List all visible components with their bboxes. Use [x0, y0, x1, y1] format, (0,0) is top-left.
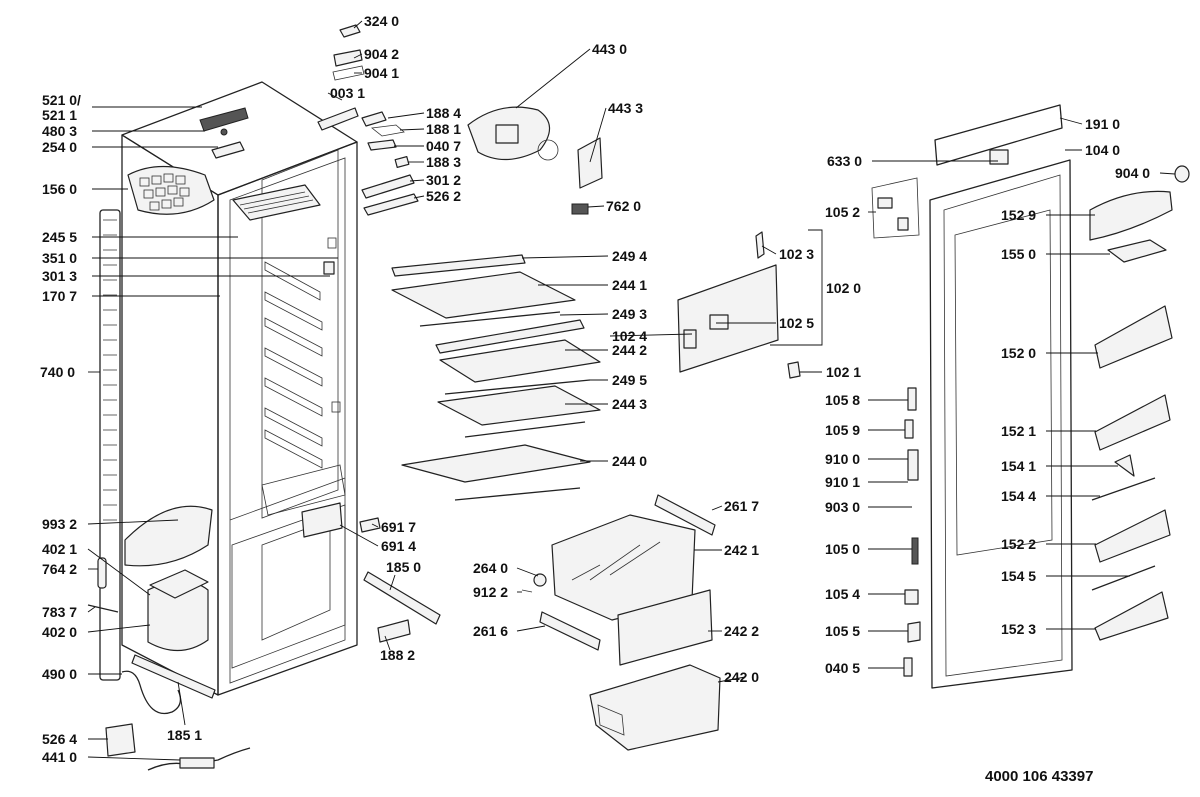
part-label: 244 2 [612, 342, 647, 358]
part-labels: 324 0 904 2 904 1 443 0 443 3 521 0/ 521… [40, 13, 1150, 765]
part-label: 152 9 [1001, 207, 1036, 223]
part-label: 691 4 [381, 538, 416, 554]
part-label: 152 3 [1001, 621, 1036, 637]
part-label: 244 0 [612, 453, 647, 469]
part-label: 040 7 [426, 138, 461, 154]
part-label: 521 0/ [42, 92, 81, 108]
part-label: 105 2 [825, 204, 860, 220]
part-label: 764 2 [42, 561, 77, 577]
part-label: 904 0 [1115, 165, 1150, 181]
part-label: 402 0 [42, 624, 77, 640]
part-label: 102 3 [779, 246, 814, 262]
part-label: 102 4 [612, 328, 647, 344]
part-label: 443 0 [592, 41, 627, 57]
part-label: 904 2 [364, 46, 399, 62]
part-label: 185 1 [167, 727, 202, 743]
part-label: 105 9 [825, 422, 860, 438]
part-label: 521 1 [42, 107, 77, 123]
part-label: 188 2 [380, 647, 415, 663]
part-label: 156 0 [42, 181, 77, 197]
part-label: 261 7 [724, 498, 759, 514]
part-label: 691 7 [381, 519, 416, 535]
part-label: 003 1 [330, 85, 365, 101]
part-label: 244 1 [612, 277, 647, 293]
part-label: 912 2 [473, 584, 508, 600]
leader-lines [87, 20, 1176, 761]
part-label: 633 0 [827, 153, 862, 169]
part-label: 154 1 [1001, 458, 1036, 474]
part-label: 351 0 [42, 250, 77, 266]
part-label: 170 7 [42, 288, 77, 304]
refrigerator-door [871, 104, 1190, 689]
part-label: 104 0 [1085, 142, 1120, 158]
crisper-drawers [301, 494, 721, 751]
part-label: 102 5 [779, 315, 814, 331]
document-number: 4000 106 43397 [985, 768, 1093, 785]
part-label: 480 3 [42, 123, 77, 139]
part-label: 910 0 [825, 451, 860, 467]
refrigerator-cabinet [87, 81, 359, 771]
part-label: 993 2 [42, 516, 77, 532]
part-label: 154 5 [1001, 568, 1036, 584]
part-label: 188 3 [426, 154, 461, 170]
part-label: 762 0 [606, 198, 641, 214]
part-label: 402 1 [42, 541, 77, 557]
part-label: 783 7 [42, 604, 77, 620]
part-label: 155 0 [1001, 246, 1036, 262]
part-label: 244 3 [612, 396, 647, 412]
part-label: 301 3 [42, 268, 77, 284]
part-label: 188 1 [426, 121, 461, 137]
part-label: 740 0 [40, 364, 75, 380]
part-label: 185 0 [386, 559, 421, 575]
part-label: 903 0 [825, 499, 860, 515]
part-label: 526 2 [426, 188, 461, 204]
part-label: 904 1 [364, 65, 399, 81]
part-label: 261 6 [473, 623, 508, 639]
part-label: 441 0 [42, 749, 77, 765]
part-label: 264 0 [473, 560, 508, 576]
part-label: 191 0 [1085, 116, 1120, 132]
part-label: 242 2 [724, 623, 759, 639]
part-label: 249 4 [612, 248, 647, 264]
part-label: 254 0 [42, 139, 77, 155]
part-label: 105 0 [825, 541, 860, 557]
top-small-parts [332, 24, 603, 216]
part-label: 040 5 [825, 660, 860, 676]
control-panel [677, 229, 823, 379]
part-label: 188 4 [426, 105, 461, 121]
part-label: 102 1 [826, 364, 861, 380]
part-label: 152 1 [1001, 423, 1036, 439]
part-label: 105 5 [825, 623, 860, 639]
part-label: 242 1 [724, 542, 759, 558]
glass-shelves [391, 254, 601, 501]
part-label: 152 0 [1001, 345, 1036, 361]
part-label: 443 3 [608, 100, 643, 116]
part-label: 526 4 [42, 731, 77, 747]
part-label: 249 5 [612, 372, 647, 388]
part-label: 105 4 [825, 586, 860, 602]
part-label: 105 8 [825, 392, 860, 408]
part-label: 324 0 [364, 13, 399, 29]
part-label: 490 0 [42, 666, 77, 682]
part-label: 102 0 [826, 280, 861, 296]
part-label: 910 1 [825, 474, 860, 490]
part-label: 242 0 [724, 669, 759, 685]
part-label: 301 2 [426, 172, 461, 188]
part-label: 154 4 [1001, 488, 1036, 504]
part-label: 249 3 [612, 306, 647, 322]
part-label: 152 2 [1001, 536, 1036, 552]
part-label: 245 5 [42, 229, 77, 245]
